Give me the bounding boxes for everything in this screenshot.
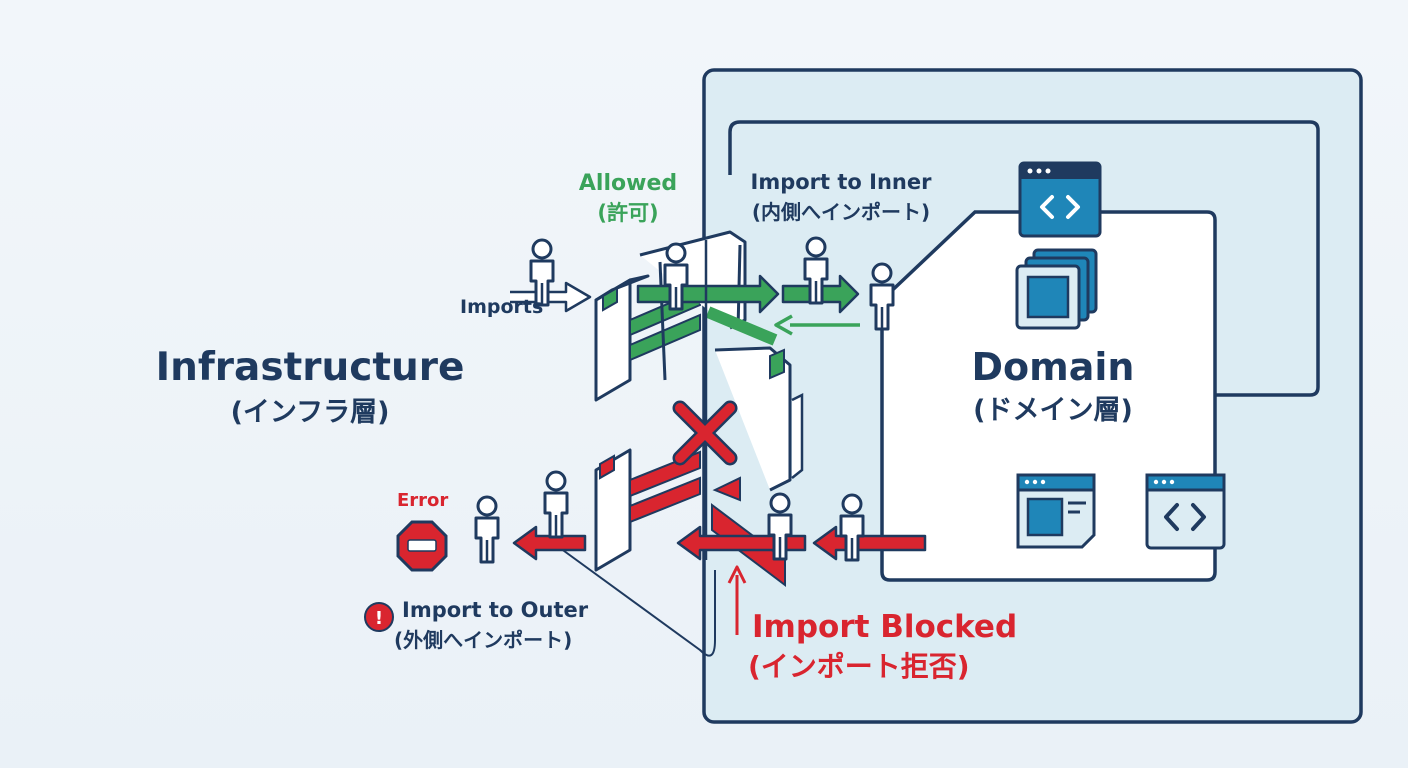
person-icon <box>543 470 569 539</box>
import-blocked-subtitle: (インポート拒否) <box>748 650 970 683</box>
import-outer-label: Import to Outer <box>402 598 589 622</box>
stop-sign-icon <box>396 520 448 572</box>
domain-inner-box <box>880 210 1217 582</box>
allowed-label: Allowed <box>578 171 678 196</box>
import-inner-label: Import to Inner <box>750 170 932 194</box>
domain-subtitle: (ドメイン層) <box>973 395 1133 426</box>
import-blocked-label: Import Blocked <box>752 609 1018 645</box>
person-icon <box>474 495 500 564</box>
domain-title: Domain <box>971 345 1135 389</box>
exclamation-icon: ! <box>364 602 394 632</box>
allowed-subtitle: (許可) <box>597 201 659 225</box>
stacked-layers-icon <box>1015 248 1098 330</box>
import-inner-subtitle: (内側へインポート) <box>751 200 931 224</box>
import-outer-subtitle: (外側へインポート) <box>394 628 573 652</box>
return-arrow-icon <box>774 314 860 336</box>
code-window-icon <box>1018 161 1102 238</box>
imports-label: Imports <box>460 296 544 318</box>
blocked-arrow-left-icon <box>512 525 587 561</box>
document-window-icon <box>1016 473 1096 549</box>
middle-layer-frame <box>740 120 1320 397</box>
svg-text:!: ! <box>375 608 383 629</box>
blocked-pointer-arrow-icon <box>727 565 747 635</box>
error-label: Error <box>397 490 449 511</box>
code-brackets-icon <box>1145 473 1226 550</box>
infrastructure-subtitle: (インフラ層) <box>230 397 390 428</box>
infrastructure-title: Infrastructure <box>155 345 465 390</box>
red-x-icon <box>672 400 738 466</box>
middle-layer-frame-left <box>728 120 741 175</box>
outer-connector-line <box>559 547 716 657</box>
allowed-arrow-icon <box>636 274 780 314</box>
blocked-arrow-right-icon <box>812 525 927 561</box>
imports-arrow-icon <box>510 281 592 313</box>
